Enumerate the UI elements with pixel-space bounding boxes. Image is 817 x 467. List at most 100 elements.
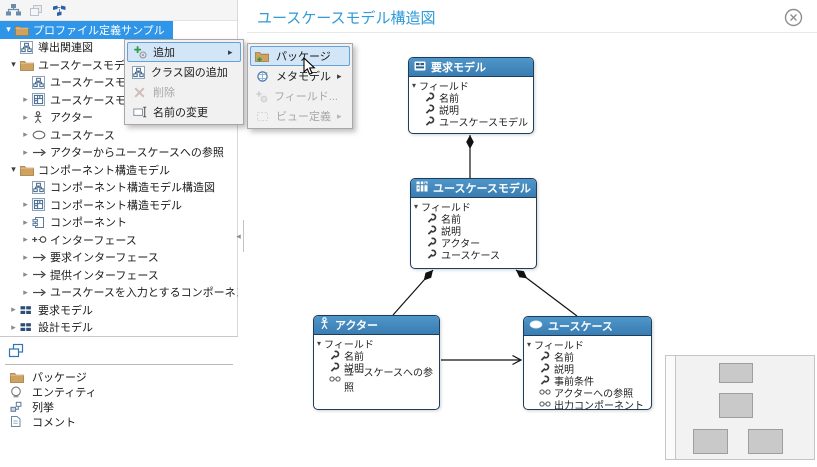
field-row[interactable]: 名前 — [317, 349, 436, 363]
diagram-node-requirement-model[interactable]: 要求モデル ▾フィールド名前説明ユースケースモデル — [408, 57, 534, 134]
expander-expanded-icon[interactable]: ▾ — [11, 164, 16, 175]
fields-section-header[interactable]: ▾フィールド — [414, 200, 533, 214]
field-row[interactable]: 名前 — [527, 350, 648, 364]
field-row[interactable]: アクターへの参照 — [527, 386, 648, 400]
expander-collapsed-icon[interactable]: ▸ — [11, 304, 16, 315]
field-row[interactable]: アクター — [414, 236, 533, 250]
tree-item-profile-sample[interactable]: ▾ プロファイル定義サンプル — [0, 21, 173, 39]
tree-item-interface[interactable]: ▸インターフェース — [0, 231, 145, 249]
field-row[interactable]: ユースケースへの参照 — [317, 368, 436, 394]
field-label: ユースケースモデル — [439, 117, 528, 129]
fields-section-header[interactable]: ▾フィールド — [527, 338, 648, 352]
splitter-collapse-handle[interactable]: ◂ — [236, 230, 241, 241]
entity-grid-icon — [32, 198, 48, 212]
menu-item-label: ビュー定義 — [276, 111, 331, 123]
fields-section-header[interactable]: ▾フィールド — [412, 79, 530, 93]
field-row[interactable]: ユースケースモデル — [412, 115, 530, 129]
tree-item-usecase-input-component-derivation[interactable]: ▸ユースケースを入力とするコンポーネントの導出 — [0, 284, 238, 302]
collapse-arrow-icon[interactable]: ▾ — [414, 201, 419, 211]
tree-item-label: プロファイル定義サンプル — [33, 24, 165, 37]
expander-collapsed-icon[interactable]: ▸ — [23, 269, 28, 280]
field-row[interactable]: 出力コンポーネント — [527, 398, 648, 409]
expander-collapsed-icon[interactable]: ▸ — [23, 129, 28, 140]
tree-item-component[interactable]: ▸ コンポーネント — [0, 214, 135, 232]
ref-icon — [329, 375, 341, 383]
field-label: アクターへの参照 — [554, 388, 634, 400]
tree-item-component-structure-model-folder[interactable]: ▾コンポーネント構造モデル — [0, 161, 178, 179]
mouse-cursor — [303, 56, 316, 82]
expander-collapsed-icon[interactable]: ▸ — [23, 251, 28, 262]
blocks-white-icon — [414, 61, 426, 74]
diagram-node-header[interactable]: ユースケースモデル — [411, 179, 536, 198]
field-label: 名前 — [554, 352, 574, 364]
diagram-node-usecase-model[interactable]: ユースケースモデル ▾フィールド名前説明アクターユースケース — [410, 178, 537, 269]
expander-collapsed-icon[interactable]: ▸ — [23, 234, 28, 245]
collapse-arrow-icon[interactable]: ▾ — [527, 339, 532, 349]
diagram-node-header[interactable]: 要求モデル — [409, 58, 533, 77]
collapse-arrow-icon[interactable]: ▾ — [317, 338, 322, 348]
field-row[interactable]: 説明 — [412, 103, 530, 117]
tree-item-actor[interactable]: ▸ アクター — [0, 109, 101, 127]
tree-item-label: コンポーネント — [50, 217, 127, 230]
tree-item-design-model[interactable]: ▸ 設計モデル — [0, 319, 101, 337]
copy-icon[interactable] — [28, 2, 44, 18]
field-row[interactable]: 名前 — [414, 212, 533, 226]
tree-item-actor-to-usecase-reference[interactable]: ▸アクターからユースケースへの参照 — [0, 144, 232, 162]
menu-item-rename[interactable]: 名前の変更 — [127, 102, 241, 122]
tree-item-label: アクター — [50, 112, 94, 125]
field-label: 名前 — [439, 93, 459, 105]
menu-item-metamodel[interactable]: メタモデル▸ — [250, 66, 350, 86]
tree-item-provided-interface[interactable]: ▸提供インターフェース — [0, 266, 167, 284]
views-icon[interactable] — [8, 343, 24, 359]
wrench-icon — [329, 350, 341, 360]
tree-item-requirement-model[interactable]: ▸要求モデル — [0, 301, 101, 319]
diagram-node-header[interactable]: アクター — [314, 316, 439, 335]
expander-expanded-icon[interactable]: ▾ — [6, 24, 11, 35]
tree-item-component-structure-model-diagram[interactable]: コンポーネント構造モデル構造図 — [0, 179, 223, 197]
palette-item-enumeration[interactable]: 列挙 — [0, 399, 238, 414]
menu-item-add-class-diagram[interactable]: クラス図の追加 — [127, 62, 241, 82]
expander-expanded-icon[interactable]: ▾ — [11, 59, 16, 70]
field-row[interactable]: 説明 — [317, 361, 436, 375]
model-tree: ▾プロファイル定義サンプル導出関連図▾ユースケースモデルユースケースモデル構造図… — [0, 21, 238, 336]
page-title: ユースケースモデル構造図 — [257, 10, 436, 27]
field-row[interactable]: 説明 — [527, 362, 648, 376]
expander-collapsed-icon[interactable]: ▸ — [23, 111, 28, 122]
expander-collapsed-icon[interactable]: ▸ — [23, 216, 28, 227]
interface-icon — [32, 235, 48, 244]
expander-collapsed-icon[interactable]: ▸ — [23, 94, 28, 105]
field-row[interactable]: ユースケース — [414, 248, 533, 262]
fields-section-header[interactable]: ▾フィールド — [317, 337, 436, 351]
tree-item-usecase-model-folder[interactable]: ▾ユースケースモデル — [0, 56, 144, 74]
palette-item-package[interactable]: パッケージ — [0, 369, 238, 384]
menu-item-delete: 削除 — [127, 82, 241, 102]
field-row[interactable]: 名前 — [412, 91, 530, 105]
expander-collapsed-icon[interactable]: ▸ — [11, 321, 16, 332]
tree-item-required-interface[interactable]: ▸要求インターフェース — [0, 249, 167, 267]
diagram-node-header[interactable]: ユースケース — [524, 317, 651, 336]
palette-item-label: エンティティ — [32, 386, 97, 399]
expander-collapsed-icon[interactable]: ▸ — [23, 146, 28, 157]
tree-item-derived-relation-diagram[interactable]: 導出関連図 — [0, 39, 101, 57]
close-icon[interactable] — [784, 8, 803, 27]
field-row[interactable]: 説明 — [414, 224, 533, 238]
tree-item-usecase[interactable]: ▸ユースケース — [0, 126, 123, 144]
diagram-node-actor[interactable]: アクター ▾フィールド名前説明ユースケースへの参照 — [313, 315, 440, 410]
menu-item-add[interactable]: 追加▸ — [127, 42, 241, 62]
tree-item-usecase-model[interactable]: ▸ユースケースモデル — [0, 91, 156, 109]
expander-collapsed-icon[interactable]: ▸ — [23, 286, 28, 297]
field-row[interactable]: 事前条件 — [527, 374, 648, 388]
collapse-arrow-icon[interactable]: ▾ — [412, 80, 417, 90]
palette-item-comment[interactable]: コメント — [0, 414, 238, 429]
expander-collapsed-icon[interactable]: ▸ — [23, 199, 28, 210]
delete-icon — [132, 86, 147, 99]
hierarchy-icon[interactable] — [5, 2, 21, 18]
minimap[interactable] — [665, 355, 815, 460]
palette-item-entity[interactable]: エンティティ — [0, 384, 238, 399]
menu-item-package[interactable]: パッケージ — [250, 46, 350, 66]
diagram-node-usecase[interactable]: ユースケース ▾フィールド名前説明事前条件アクターへの参照出力コンポーネント — [523, 316, 652, 410]
tree-item-component-structure-model[interactable]: ▸コンポーネント構造モデル — [0, 196, 190, 214]
profile-sync-icon[interactable] — [51, 2, 67, 18]
tree-item-label: 設計モデル — [38, 322, 93, 335]
